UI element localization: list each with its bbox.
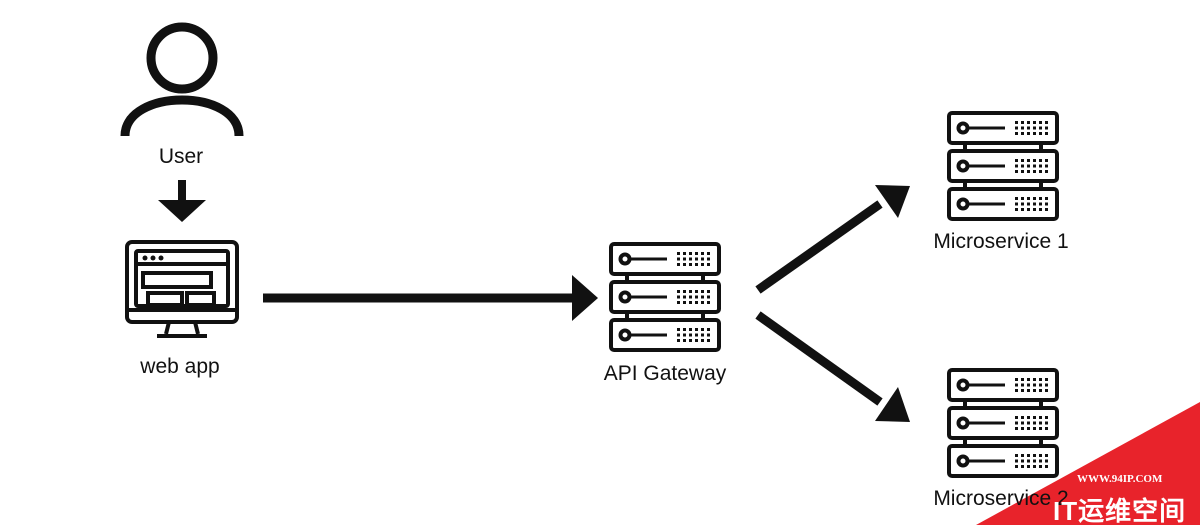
microservice-2-server-icon xyxy=(949,370,1057,476)
microservice-1-label: Microservice 1 xyxy=(933,230,1069,253)
arrow-user-to-webapp xyxy=(158,180,206,222)
user-label: User xyxy=(158,145,204,168)
api-gateway-server-icon xyxy=(611,244,719,350)
arrow-gateway-to-microservice-1 xyxy=(755,185,910,294)
user-icon xyxy=(120,22,244,137)
arrow-gateway-to-microservice-2 xyxy=(755,311,910,422)
web-app-icon xyxy=(125,240,239,338)
microservice-2-label: Microservice 2 xyxy=(933,487,1069,510)
watermark-brand: IT运维空间 xyxy=(1053,496,1187,526)
microservice-1-server-icon xyxy=(949,113,1057,219)
watermark-url: WWW.94IP.COM xyxy=(1077,473,1163,485)
watermark-triangle xyxy=(976,402,1200,525)
arrow-webapp-to-gateway xyxy=(263,275,598,321)
api-gateway-label: API Gateway xyxy=(603,362,727,385)
web-app-label: web app xyxy=(140,355,220,378)
